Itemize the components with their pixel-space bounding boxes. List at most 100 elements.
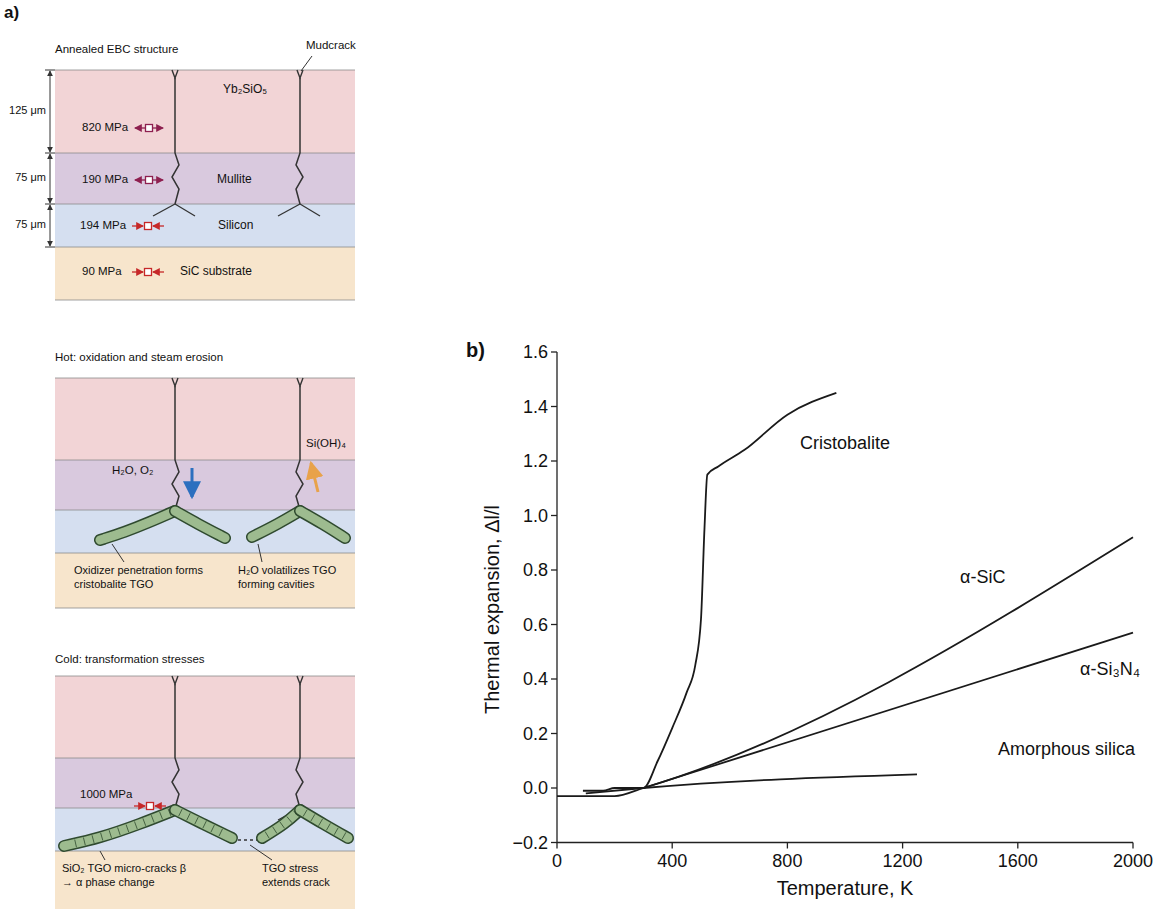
micro-crack bbox=[280, 822, 285, 828]
axis-title: Temperature, K bbox=[695, 876, 995, 901]
callout-label: H₂O volatilizes TGO forming cavities bbox=[238, 564, 354, 592]
tgo-band bbox=[300, 511, 345, 538]
tick-label: 0.4 bbox=[488, 668, 548, 691]
layer-boundary bbox=[55, 553, 355, 554]
leader-line bbox=[301, 56, 312, 71]
micro-crack bbox=[319, 819, 323, 826]
tick-label: 1.0 bbox=[488, 505, 548, 528]
micro-crack bbox=[187, 813, 191, 820]
tick-label: 0.0 bbox=[488, 777, 548, 800]
panel-letter: a) bbox=[4, 2, 19, 23]
micro-crack bbox=[83, 837, 85, 845]
coating-layer: 820 MPaYb₂SiO₅ bbox=[55, 70, 355, 153]
crack-extension bbox=[232, 839, 262, 840]
layer-boundary bbox=[55, 153, 355, 154]
stress-arrow bbox=[155, 805, 166, 806]
layer-boundary bbox=[55, 676, 355, 677]
micro-crack bbox=[179, 809, 183, 816]
micro-crack bbox=[168, 809, 171, 816]
stress-value: 190 MPa bbox=[82, 172, 128, 186]
tgo-band bbox=[252, 511, 300, 537]
tick-label: −0.2 bbox=[488, 832, 548, 855]
tick-label: 1200 bbox=[868, 850, 938, 873]
tick-label: 0.2 bbox=[488, 723, 548, 746]
leader-line bbox=[250, 845, 272, 860]
stress-value: 90 MPa bbox=[82, 264, 122, 278]
dimension-tick bbox=[45, 204, 55, 205]
micro-crack bbox=[219, 829, 222, 836]
crack-extension bbox=[348, 839, 354, 840]
coating-layer bbox=[55, 851, 355, 909]
micro-crack bbox=[326, 823, 330, 830]
layer-boundary bbox=[55, 510, 355, 511]
dimension-line bbox=[50, 71, 51, 152]
stress-arrow bbox=[153, 225, 164, 226]
stress-element bbox=[147, 803, 154, 810]
curve-label: Amorphous silica bbox=[998, 738, 1135, 761]
callout-label: SiO₂ TGO micro-cracks β → α phase change bbox=[62, 862, 190, 890]
tgo-outline bbox=[300, 810, 348, 838]
tgo-outline bbox=[262, 810, 300, 838]
crack-branch bbox=[300, 510, 320, 522]
leader-line bbox=[258, 544, 262, 562]
micro-crack bbox=[303, 810, 307, 817]
crack-branch bbox=[175, 808, 195, 820]
axis-title: Thermal expansion, Δl/l bbox=[480, 450, 505, 770]
mudcrack bbox=[172, 386, 179, 510]
stress-arrow bbox=[132, 225, 143, 226]
coating-layer bbox=[55, 808, 355, 851]
callout-label: TGO stress extends crack bbox=[262, 862, 348, 890]
micro-crack bbox=[75, 840, 77, 848]
tgo-band bbox=[100, 511, 175, 540]
stress-arrow bbox=[153, 179, 163, 180]
panel-heading: Annealed EBC structure bbox=[55, 42, 178, 56]
layer-boundary bbox=[55, 758, 355, 759]
layer-boundary bbox=[55, 70, 355, 71]
micro-crack bbox=[126, 825, 129, 833]
layer-boundary bbox=[55, 808, 355, 809]
layer-name: Mullite bbox=[217, 172, 252, 187]
mudcrack bbox=[296, 684, 303, 808]
curve-label: α-SiC bbox=[960, 566, 1005, 589]
stress-value: 194 MPa bbox=[80, 218, 126, 232]
stress-element bbox=[146, 177, 153, 184]
coating-layer: 190 MPa Mullite bbox=[55, 153, 355, 204]
micro-crack bbox=[195, 817, 199, 824]
tgo-outline bbox=[100, 511, 175, 540]
layer-boundary bbox=[55, 204, 355, 205]
micro-crack bbox=[273, 827, 277, 834]
layer-boundary bbox=[55, 460, 355, 461]
curve-label: Cristobalite bbox=[800, 432, 890, 455]
mudcrack bbox=[172, 78, 179, 204]
dimension-tick bbox=[45, 247, 55, 248]
micro-crack bbox=[265, 831, 269, 838]
micro-crack bbox=[143, 818, 146, 825]
coating-layer bbox=[55, 758, 355, 808]
dimension: 75 μm bbox=[2, 218, 46, 232]
oxidant-arrow bbox=[191, 468, 194, 497]
stress-arrow bbox=[153, 127, 163, 128]
micro-crack bbox=[134, 821, 137, 829]
coating-layer bbox=[55, 553, 355, 608]
tgo-outline bbox=[252, 511, 300, 537]
stress-arrow bbox=[135, 127, 145, 128]
stress-arrow bbox=[134, 805, 145, 806]
coating-layer bbox=[55, 676, 355, 758]
dimension: 75 μm bbox=[2, 171, 46, 185]
micro-crack bbox=[293, 811, 298, 817]
crack-branch bbox=[278, 204, 300, 216]
tick-label: 0.8 bbox=[488, 559, 548, 582]
tgo-band bbox=[175, 511, 225, 538]
layer-name: Yb₂SiO₅ bbox=[223, 82, 267, 97]
layer-boundary bbox=[55, 378, 355, 379]
stress-value: 1000 MPa bbox=[80, 787, 132, 801]
species-label: Si(OH)₄ bbox=[306, 436, 346, 450]
panel-letter: b) bbox=[466, 338, 485, 363]
dimension-tick bbox=[45, 153, 55, 154]
volatile-arrow bbox=[311, 463, 318, 492]
expansion-curve bbox=[643, 633, 1133, 788]
layer-boundary bbox=[55, 608, 355, 609]
tgo-outline bbox=[175, 511, 225, 538]
micro-crack bbox=[342, 832, 346, 839]
crack-branch bbox=[175, 204, 195, 216]
